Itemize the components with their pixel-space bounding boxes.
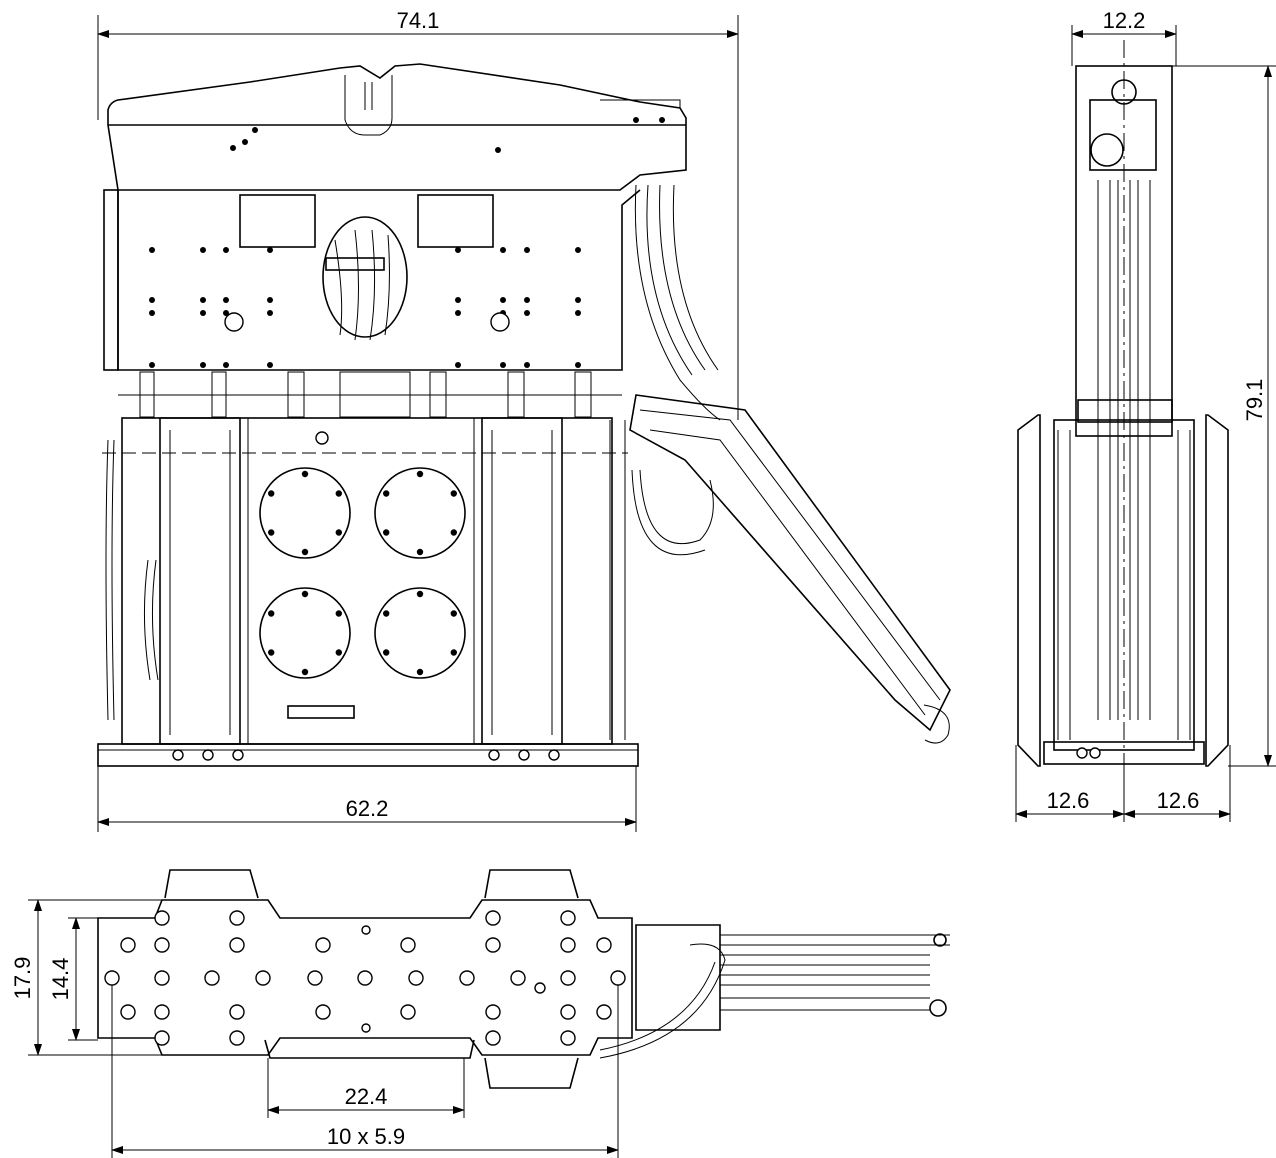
- cover-bolt: [383, 529, 390, 536]
- cover-bolt: [335, 610, 342, 617]
- dim-label-front-overall-width: 74.1: [397, 8, 440, 33]
- panel-fastener: [200, 362, 206, 368]
- dim-label-side-left-half: 12.6: [1047, 788, 1090, 813]
- panel-fastener: [267, 297, 273, 303]
- panel-fastener: [524, 310, 530, 316]
- cover-bolt: [450, 529, 457, 536]
- panel-fastener: [455, 297, 461, 303]
- panel-fastener: [633, 117, 639, 123]
- panel-hole: [224, 312, 244, 332]
- dimension-lines: [28, 15, 1276, 1158]
- cover-bolt: [268, 649, 275, 656]
- panel-fastener: [149, 297, 155, 303]
- cover-bolt: [268, 490, 275, 497]
- panel-fastener: [149, 310, 155, 316]
- dim-label-side-right-half: 12.6: [1157, 788, 1200, 813]
- cover-bolt: [301, 668, 309, 676]
- top-view: [97, 869, 950, 1089]
- panel-fastener: [200, 310, 206, 316]
- dim-label-side-height: 79.1: [1242, 379, 1267, 422]
- panel-fastener: [223, 297, 229, 303]
- cover-bolt: [335, 529, 342, 536]
- front-view: [97, 63, 951, 767]
- cover-bolt: [450, 610, 457, 617]
- cover-bolt: [301, 548, 309, 556]
- panel-fastener: [200, 247, 206, 253]
- side-view: [1017, 40, 1229, 800]
- panel-fastener: [267, 310, 273, 316]
- panel-fastener: [500, 247, 506, 253]
- panel-fastener: [524, 362, 530, 368]
- panel-fastener: [223, 310, 229, 316]
- cover-bolt: [450, 490, 457, 497]
- cover-bolt: [383, 490, 390, 497]
- panel-fastener: [223, 247, 229, 253]
- dim-label-top-cutout-width: 22.4: [345, 1084, 388, 1109]
- panel-fastener: [575, 247, 581, 253]
- cover-bolt: [450, 649, 457, 656]
- panel-fastener: [659, 117, 665, 123]
- dim-label-top-hole-pitch: 10 x 5.9: [327, 1124, 405, 1149]
- cover-bolt: [268, 529, 275, 536]
- cover-bolt: [301, 470, 309, 478]
- panel-fastener: [575, 310, 581, 316]
- panel-fastener: [252, 127, 258, 133]
- panel-fastener: [149, 247, 155, 253]
- panel-fastener: [455, 310, 461, 316]
- cover-bolt: [416, 590, 424, 598]
- panel-fastener: [455, 247, 461, 253]
- panel-fastener: [575, 297, 581, 303]
- dim-label-side-top-width: 12.2: [1103, 8, 1146, 33]
- dim-label-top-inner-depth: 14.4: [48, 958, 73, 1001]
- cover-bolt: [416, 470, 424, 478]
- panel-fastener: [500, 362, 506, 368]
- cover-bolt: [268, 610, 275, 617]
- panel-fastener: [267, 362, 273, 368]
- panel-fastener: [495, 147, 501, 153]
- panel-fastener: [455, 362, 461, 368]
- panel-fastener: [149, 362, 155, 368]
- panel-fastener: [500, 297, 506, 303]
- panel-fastener: [575, 362, 581, 368]
- panel-fastener: [267, 247, 273, 253]
- cover-bolt: [301, 590, 309, 598]
- panel-fastener: [223, 362, 229, 368]
- panel-fastener: [230, 145, 236, 151]
- dim-label-top-outer-depth: 17.9: [10, 957, 35, 1000]
- panel-fastener: [200, 297, 206, 303]
- cover-bolt: [416, 548, 424, 556]
- cover-bolt: [416, 668, 424, 676]
- cover-bolt: [335, 649, 342, 656]
- dim-label-front-base-width: 62.2: [346, 796, 389, 821]
- panel-hole: [490, 312, 510, 332]
- panel-fastener: [242, 139, 248, 145]
- cover-bolt: [383, 649, 390, 656]
- cover-bolt: [335, 490, 342, 497]
- cover-bolt: [383, 610, 390, 617]
- panel-fastener: [524, 247, 530, 253]
- panel-fastener: [524, 297, 530, 303]
